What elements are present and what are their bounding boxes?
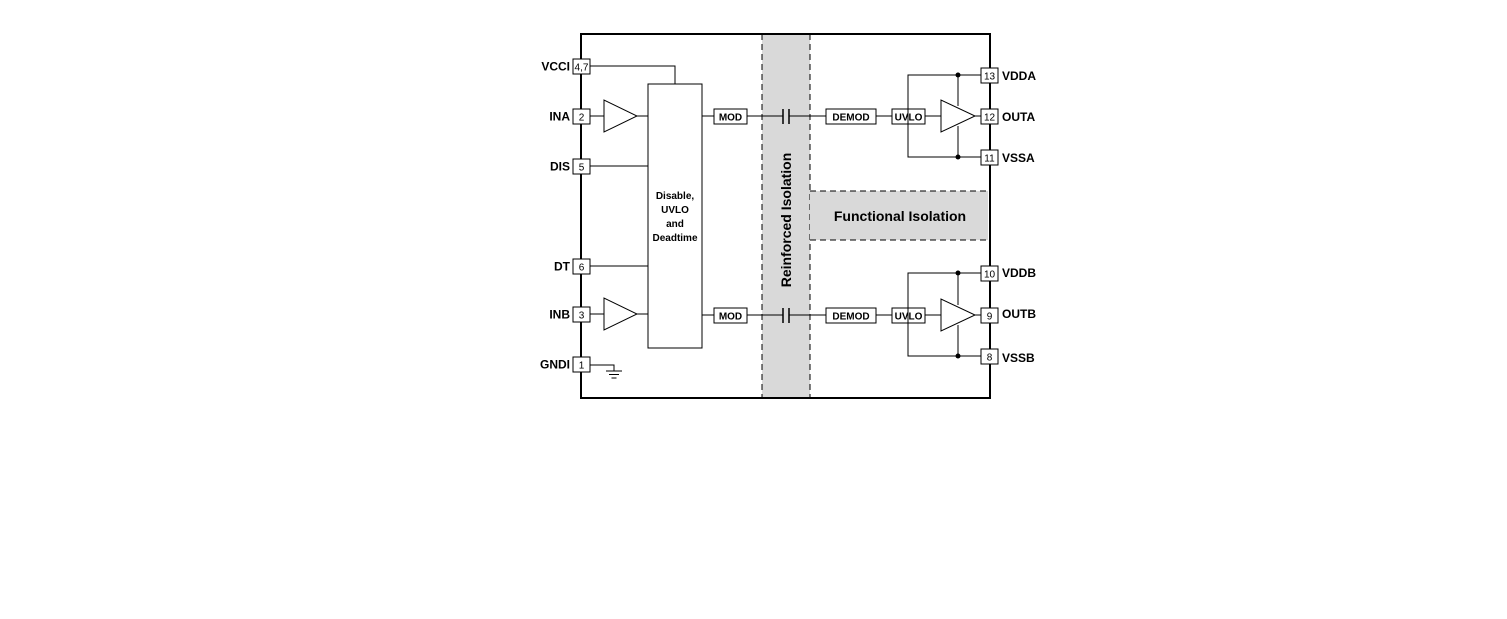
pin-gndi: 1 GNDI xyxy=(540,356,591,373)
pin-number: 3 xyxy=(579,311,585,322)
pin-number: 13 xyxy=(984,72,996,83)
pin-label: VSSB xyxy=(1002,351,1035,365)
demod-block-a: DEMOD xyxy=(825,108,877,125)
pin-vssa: 11 VSSA xyxy=(980,149,1035,166)
mod-block-a: MOD xyxy=(713,108,748,125)
pin-inb: 3 INB xyxy=(549,306,591,323)
pin-number: 10 xyxy=(984,270,996,281)
pin-number: 4,7 xyxy=(575,63,589,74)
pin-label: OUTA xyxy=(1002,110,1035,124)
pin-label: OUTB xyxy=(1002,307,1036,321)
pin-label: VDDA xyxy=(1002,69,1036,83)
pin-label: INA xyxy=(549,110,570,124)
uvlo-label: UVLO xyxy=(895,312,923,323)
pin-dt: 6 DT xyxy=(554,258,591,275)
pin-number: 1 xyxy=(579,361,585,372)
mod-label: MOD xyxy=(719,312,742,323)
pin-number: 2 xyxy=(579,113,585,124)
disable-uvlo-deadtime-block: Disable, UVLO and Deadtime xyxy=(647,83,703,349)
pin-outb: 9 OUTB xyxy=(980,307,1036,324)
functional-isolation-band xyxy=(810,191,988,240)
reinforced-isolation-band xyxy=(762,34,810,397)
demod-label: DEMOD xyxy=(832,312,869,323)
pin-label: VDDB xyxy=(1002,266,1036,280)
functional-isolation-label: Functional Isolation xyxy=(834,208,966,224)
demod-block-b: DEMOD xyxy=(825,307,877,324)
core-label-line: UVLO xyxy=(661,205,689,216)
pin-label: GNDI xyxy=(540,358,570,372)
pin-outa: 12 OUTA xyxy=(980,108,1035,125)
pin-dis: 5 DIS xyxy=(550,158,591,175)
mod-label: MOD xyxy=(719,113,742,124)
pin-label: INB xyxy=(549,308,570,322)
ina-buffer xyxy=(603,99,639,133)
package-outline xyxy=(580,33,991,399)
reinforced-isolation-label: Reinforced Isolation xyxy=(778,153,794,288)
demod-label: DEMOD xyxy=(832,113,869,124)
ground-icon xyxy=(590,364,622,379)
pin-label: DT xyxy=(554,260,571,274)
core-label-line: Deadtime xyxy=(652,233,697,244)
mod-block-b: MOD xyxy=(713,307,748,324)
pin-label: DIS xyxy=(550,160,570,174)
pin-number: 5 xyxy=(579,163,585,174)
core-label-line: Disable, xyxy=(656,191,695,202)
output-driver-b xyxy=(940,298,977,332)
pin-number: 12 xyxy=(984,113,996,124)
output-driver-a xyxy=(940,99,977,133)
pin-number: 11 xyxy=(984,154,995,165)
pin-vdda: 13 VDDA xyxy=(980,67,1036,84)
core-label-line: and xyxy=(666,219,684,230)
pin-vddb: 10 VDDB xyxy=(980,265,1036,282)
pin-label: VCCI xyxy=(541,60,570,74)
pin-ina: 2 INA xyxy=(549,108,591,125)
pin-number: 9 xyxy=(987,312,993,323)
pin-vssb: 8 VSSB xyxy=(980,348,1035,365)
inb-buffer xyxy=(603,297,639,331)
pin-vcci: 4,7 VCCI xyxy=(541,58,591,75)
pin-number: 6 xyxy=(579,263,585,274)
uvlo-label: UVLO xyxy=(895,113,923,124)
pin-label: VSSA xyxy=(1002,151,1035,165)
pin-number: 8 xyxy=(987,353,993,364)
